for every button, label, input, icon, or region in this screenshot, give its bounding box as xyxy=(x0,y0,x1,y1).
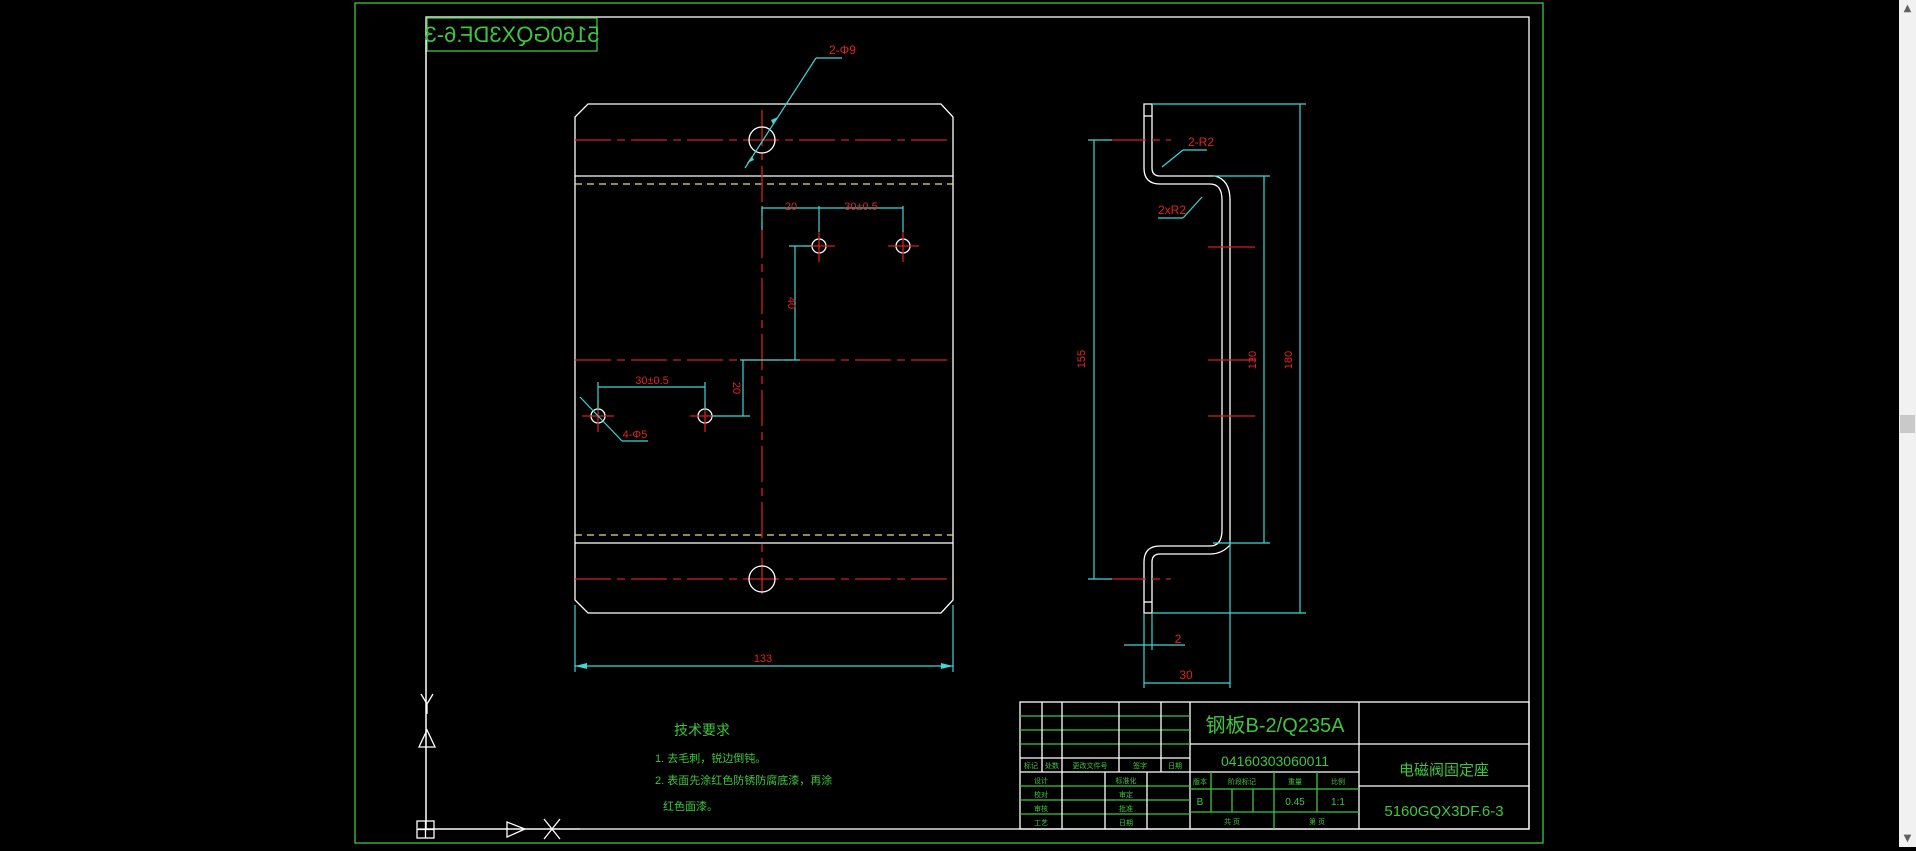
info-header-weight: 重量 xyxy=(1288,778,1302,786)
code-stamp-box xyxy=(426,17,598,52)
dim-20: 20 xyxy=(785,201,797,213)
sign-design: 设计 xyxy=(1034,776,1048,785)
tech-req-item-3: 红色面漆。 xyxy=(663,799,718,813)
rev-header-file: 更改文件号 xyxy=(1073,761,1108,770)
callout-2xr2: 2xR2 xyxy=(1158,203,1186,217)
drawing-number-text: 5160GQX3DF.6-3 xyxy=(1384,803,1503,820)
inner-frame xyxy=(425,16,1530,830)
dim-155: 155 xyxy=(1076,350,1088,368)
info-header-scale: 比例 xyxy=(1331,777,1345,786)
callout-2-phi9: 2-Φ9 xyxy=(829,43,856,57)
scale-value: 1:1 xyxy=(1331,797,1345,808)
info-header-version: 版本 xyxy=(1193,777,1207,786)
hole-bottom xyxy=(748,565,776,593)
info-header-stage: 阶段标记 xyxy=(1228,777,1256,786)
plate-outline xyxy=(574,103,954,614)
dim-40: 40 xyxy=(785,297,797,309)
rev-header-date: 日期 xyxy=(1168,762,1182,770)
sign-approve-review: 审定 xyxy=(1119,790,1133,799)
version-value: B xyxy=(1197,797,1204,808)
vertical-scrollbar[interactable]: ▲ ▼ xyxy=(1899,0,1916,847)
dim-30-left: 30±0.5 xyxy=(635,375,669,387)
side-view xyxy=(1110,103,1255,614)
sheet-index: 第 页 xyxy=(1309,817,1325,826)
dim-180: 180 xyxy=(1283,351,1295,369)
material-text: 钢板B-2/Q235A xyxy=(1206,714,1346,737)
technical-requirements: 技术要求 1. 去毛刺，锐边倒钝。 2. 表面先涂红色防锈防腐底漆，再涂 红色面… xyxy=(655,722,832,813)
scroll-up-icon[interactable]: ▲ xyxy=(1903,3,1912,14)
ucs-icon xyxy=(416,40,580,840)
title-block: 钢板B-2/Q235A 04160303060011 电磁阀固定座 5160GQ… xyxy=(1019,701,1530,830)
sign-date: 日期 xyxy=(1119,819,1133,827)
front-view xyxy=(574,103,954,614)
sheet-total: 共 页 xyxy=(1224,817,1240,826)
callout-2-r2: 2-R2 xyxy=(1188,135,1214,149)
dim-133: 133 xyxy=(754,653,772,665)
sign-approve: 批准 xyxy=(1119,804,1133,813)
outer-frame xyxy=(354,2,1544,844)
sign-review: 审核 xyxy=(1034,804,1048,813)
code-stamp-text: 5160GQX3DF.6-3 xyxy=(425,22,600,47)
dim-30-top: 30±0.5 xyxy=(844,201,878,213)
scroll-down-icon[interactable]: ▼ xyxy=(1903,833,1912,844)
dim-130: 130 xyxy=(1247,351,1259,369)
front-view-dimensions: 2-Φ9 20 30±0.5 40 30±0.5 20 4-Φ5 133 xyxy=(574,43,954,672)
sign-check: 校对 xyxy=(1034,790,1048,799)
part-number-text: 04160303060011 xyxy=(1221,753,1329,769)
dim-20-vertical: 20 xyxy=(730,382,742,394)
scroll-thumb[interactable] xyxy=(1900,415,1915,433)
side-view-dimensions: 2-R2 2xR2 155 130 180 2 30 xyxy=(1076,103,1306,688)
callout-4-phi5: 4-Φ5 xyxy=(623,429,648,441)
part-name-text: 电磁阀固定座 xyxy=(1399,762,1489,779)
rev-header-sign: 签字 xyxy=(1133,761,1147,770)
tech-req-item-1: 1. 去毛刺，锐边倒钝。 xyxy=(655,751,766,765)
tech-req-item-2: 2. 表面先涂红色防锈防腐底漆，再涂 xyxy=(655,773,832,787)
sign-process: 工艺 xyxy=(1034,819,1048,827)
hole-top xyxy=(748,126,776,154)
rev-header-mark: 标记 xyxy=(1024,761,1038,770)
tech-req-title: 技术要求 xyxy=(674,722,730,738)
weight-value: 0.45 xyxy=(1285,797,1305,808)
sign-standard: 标准化 xyxy=(1116,776,1137,785)
rev-header-count: 处数 xyxy=(1045,761,1059,770)
dim-30: 30 xyxy=(1179,668,1193,682)
dim-2: 2 xyxy=(1175,632,1182,646)
